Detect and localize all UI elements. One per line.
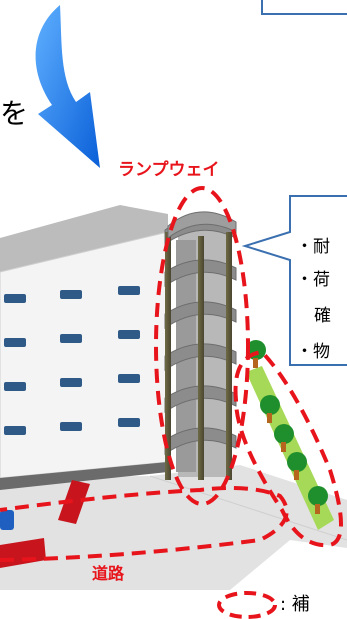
cut-off-text: を xyxy=(0,97,29,130)
legend-dashed-circle xyxy=(217,591,277,619)
road-label: 道路 xyxy=(92,564,125,583)
building-roof xyxy=(0,205,168,272)
callout-line-4: ・物 xyxy=(296,342,330,362)
building-windows xyxy=(4,286,140,435)
planting-highlight xyxy=(233,349,343,548)
legend-text: : 補 xyxy=(280,594,310,615)
blue-curved-arrow xyxy=(35,5,101,168)
rampway-label: ランプウェイ xyxy=(118,160,220,180)
building-wall xyxy=(0,231,169,479)
top-callout-box xyxy=(261,0,347,15)
building-base xyxy=(0,462,168,490)
rampway-highlight xyxy=(154,186,250,506)
spiral-ramp-tower xyxy=(164,211,237,480)
road-highlight xyxy=(0,486,289,562)
callout-line-2: ・荷 xyxy=(296,270,330,290)
road-surface xyxy=(0,465,347,590)
callout-line-3: 確 xyxy=(314,306,331,326)
callout-box xyxy=(241,195,347,366)
tree-planting-strip xyxy=(246,340,334,530)
callout-line-1: ・耐 xyxy=(296,237,330,257)
